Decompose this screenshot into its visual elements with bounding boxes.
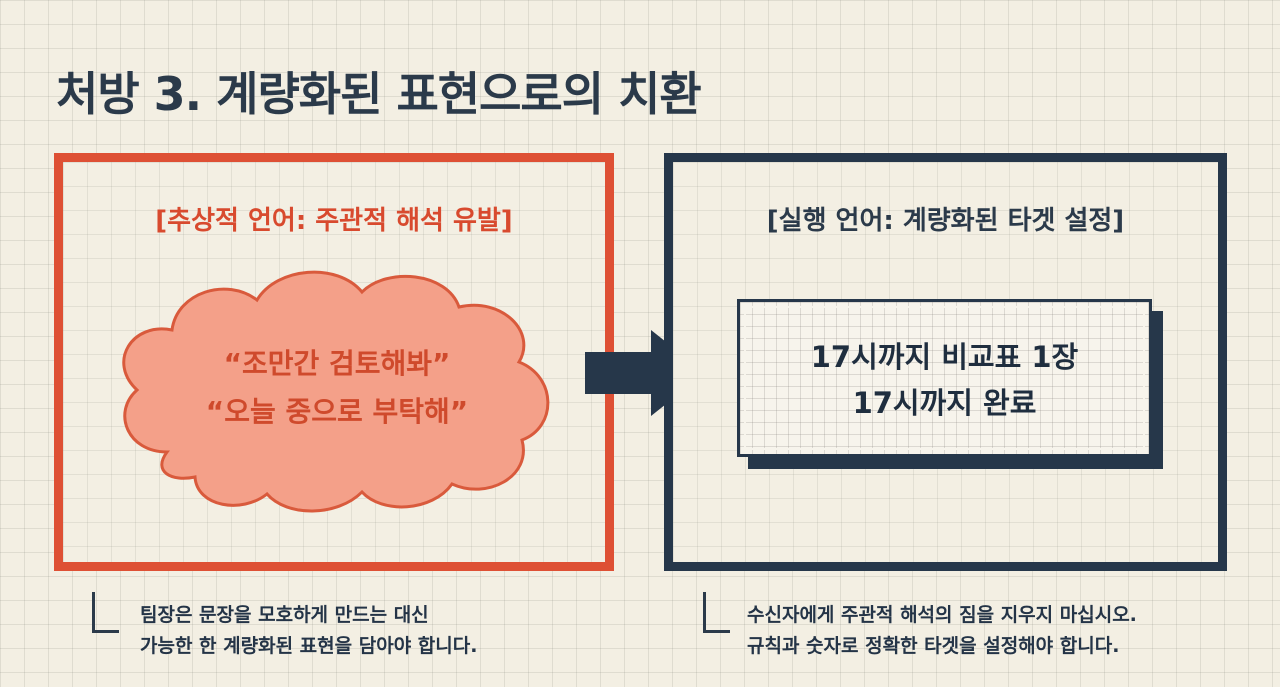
note-bracket-right [703,592,730,633]
left-note: 팀장은 문장을 모호하게 만드는 대신 가능한 한 계량화된 표현을 담아야 합… [140,600,477,662]
vague-quote: “오늘 중으로 부탁해” [205,395,469,428]
left-note-line: 가능한 한 계량화된 표현을 담아야 합니다. [140,635,478,657]
cloud-shape [122,270,550,513]
left-note-line: 팀장은 문장을 모호하게 만드는 대신 [140,604,429,626]
vague-quote: “조만간 검토해봐” [223,347,451,380]
action-language-heading: [실행 언어: 계량화된 타겟 설정] [766,206,1125,236]
right-note: 수신자에게 주관적 해석의 짐을 지우지 마십시오. 규칙과 숫자로 정확한 타… [747,600,1137,662]
abstract-language-panel: [추상적 언어: 주관적 해석 유발] “조만간 검토해봐” “오늘 중으로 부… [54,153,614,571]
abstract-language-heading: [추상적 언어: 주관적 해석 유발] [155,206,513,236]
vague-quotes: “조만간 검토해봐” “오늘 중으로 부탁해” [107,340,567,436]
target-card: 17시까지 비교표 1장 17시까지 완료 [737,299,1152,457]
target-lines: 17시까지 비교표 1장 17시까지 완료 [740,334,1149,426]
right-note-line: 수신자에게 주관적 해석의 짐을 지우지 마십시오. [747,604,1137,626]
right-note-line: 규칙과 숫자로 정확한 타겟을 설정해야 합니다. [747,635,1120,657]
speech-cloud: “조만간 검토해봐” “오늘 중으로 부탁해” [107,262,567,522]
page-title: 처방 3. 계량화된 표현으로의 치환 [56,67,702,121]
target-line: 17시까지 완료 [852,386,1037,420]
note-bracket-left [92,592,119,633]
target-line: 17시까지 비교표 1장 [810,340,1079,374]
